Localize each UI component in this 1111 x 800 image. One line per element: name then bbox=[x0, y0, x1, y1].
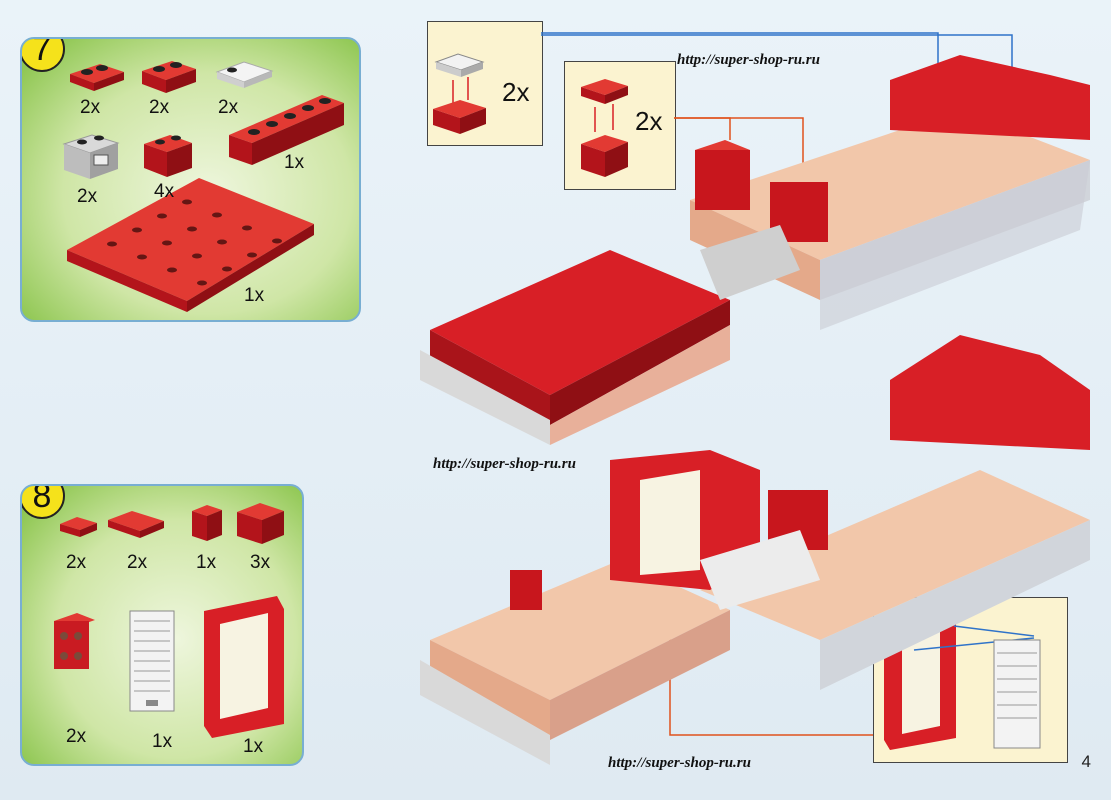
qty-label: 3x bbox=[250, 552, 271, 573]
upper-model bbox=[420, 55, 1090, 445]
part-red-bracket bbox=[54, 613, 95, 669]
inset-tile-on-plate: 2x bbox=[427, 21, 543, 146]
qty-label: 4x bbox=[154, 181, 175, 202]
part-red-2x2-brick bbox=[237, 503, 284, 544]
part-red-door-frame bbox=[204, 596, 284, 738]
part-red-6x8-plate bbox=[67, 178, 314, 312]
part-red-1x6-brick bbox=[229, 95, 344, 165]
part-white-tile-plate bbox=[215, 61, 274, 88]
qty-label: 2x bbox=[77, 186, 98, 207]
qty-label: 1x bbox=[152, 731, 173, 752]
step-7-parts-art bbox=[62, 61, 344, 312]
url-text[interactable]: http://super-shop-ru.ru bbox=[608, 755, 751, 771]
qty-label: 2x bbox=[66, 726, 87, 747]
part-red-corner-plate bbox=[108, 511, 164, 538]
url-text[interactable]: http://super-shop-ru.ru bbox=[677, 52, 820, 68]
part-red-1x2-plate bbox=[60, 517, 97, 537]
part-white-shutter bbox=[129, 610, 175, 712]
inset-brick-on-brick: 2x bbox=[564, 61, 676, 190]
inset-qty: 2x bbox=[502, 77, 530, 107]
step-7-parts-panel: 7 bbox=[20, 37, 361, 322]
part-grey-clip-brick bbox=[62, 134, 120, 179]
qty-label: 1x bbox=[196, 552, 217, 573]
step-8-parts-panel: 8 bbox=[20, 484, 304, 766]
qty-label: 2x bbox=[127, 552, 148, 573]
assembly-illustrations bbox=[420, 32, 1090, 765]
lower-model bbox=[420, 335, 1090, 765]
part-red-2x2-plate-b bbox=[142, 61, 196, 93]
qty-label: 2x bbox=[149, 97, 170, 118]
page-number: 4 bbox=[1081, 752, 1091, 771]
url-text[interactable]: http://super-shop-ru.ru bbox=[433, 456, 576, 472]
part-red-1x2-brick bbox=[192, 505, 222, 541]
part-red-2x2-plate-a bbox=[70, 64, 124, 91]
inset-qty: 2x bbox=[635, 106, 663, 136]
qty-label: 1x bbox=[244, 285, 265, 306]
step-8-parts-art bbox=[54, 503, 284, 738]
qty-label: 1x bbox=[243, 736, 264, 757]
qty-label: 2x bbox=[218, 97, 239, 118]
qty-label: 2x bbox=[66, 552, 87, 573]
step-7-badge: 7 bbox=[22, 39, 65, 72]
qty-label: 1x bbox=[284, 152, 305, 173]
part-red-2x2-brick bbox=[144, 135, 192, 177]
qty-label: 2x bbox=[80, 97, 101, 118]
